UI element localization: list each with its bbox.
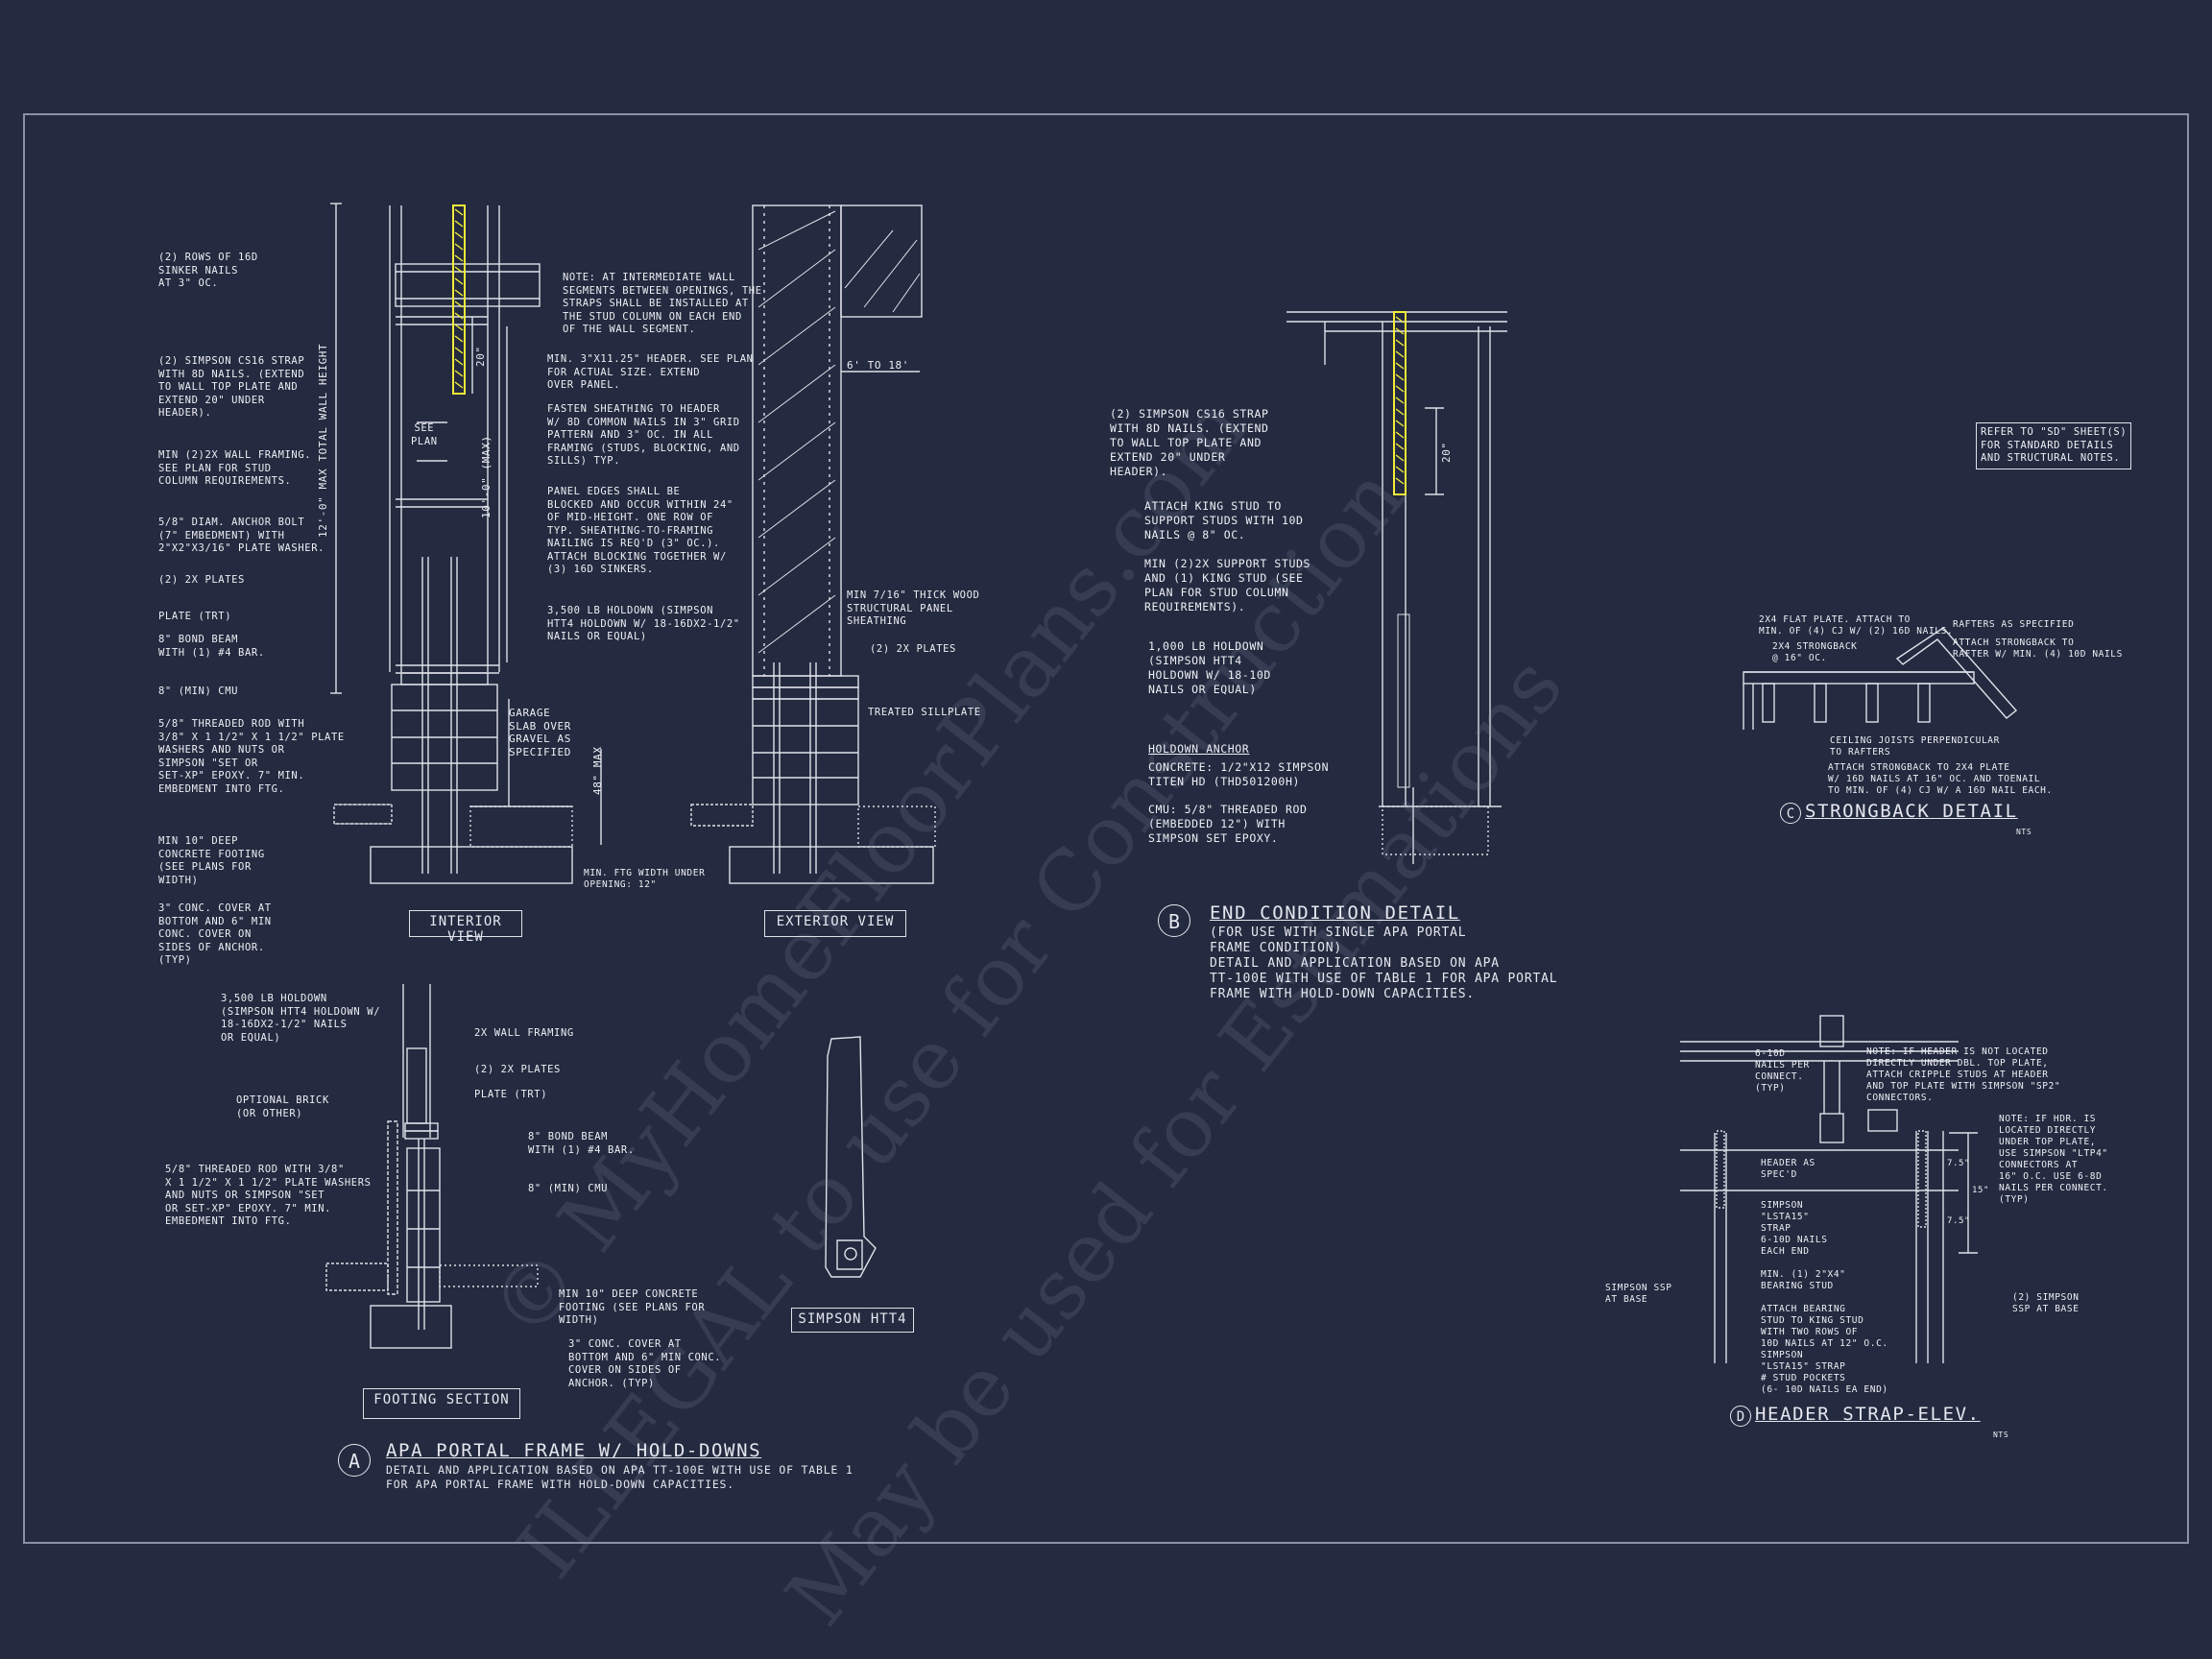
int-note-threaded-rod: 5/8" THREADED ROD WITH 3/8" x 1 1/2" x 1…	[158, 718, 345, 795]
detail-b-title: END CONDITION DETAIL	[1210, 902, 1460, 924]
b-note-king-stud: ATTACH KING STUD TO SUPPORT STUDS WITH 1…	[1144, 499, 1304, 541]
interior-strap	[452, 204, 466, 395]
int-note-garage-slab: GARAGE SLAB OVER GRAVEL AS SPECIFIED	[509, 707, 572, 758]
int-note-header: MIN. 3"x11.25" HEADER. SEE PLAN FOR ACTU…	[547, 353, 754, 391]
b-note-cs16-strap: (2) SIMPSON CS16 STRAP WITH 8d NAILS. (E…	[1110, 407, 1269, 478]
detail-d-title: HEADER STRAP-ELEV.	[1755, 1404, 1981, 1425]
detail-c-nts: NTS	[2016, 828, 2032, 836]
detail-d-marker: D	[1730, 1406, 1751, 1427]
int-note-holdown: 3,500 LB HOLDOWN (SIMPSON HTT4 HOLDOWN W…	[547, 605, 740, 642]
ext-note-sillplate: TREATED SILLPLATE	[868, 707, 981, 718]
ftg-note-wall-framing: 2X WALL FRAMING	[474, 1027, 574, 1039]
ext-note-6-to-18: 6' TO 18'	[847, 359, 910, 372]
d-dim-1: 7.5"	[1947, 1159, 1971, 1168]
int-note-wall-framing: MIN (2)2X WALL FRAMING. SEE PLAN FOR STU…	[158, 449, 312, 487]
int-dim-see-plan: SEE PLAN	[411, 422, 438, 447]
b-note-support-studs: MIN (2)2X SUPPORT STUDS AND (1) KING STU…	[1144, 557, 1311, 613]
int-dim-48in: 48" MAX	[591, 746, 604, 795]
refer-note: REFER TO "SD" SHEET(S) FOR STANDARD DETA…	[1976, 422, 2132, 469]
b-note-holdown-anchor: HOLDOWN ANCHOR	[1148, 742, 1250, 756]
d-note-lsta15: SIMPSON "LSTA15" STRAP 6-10d NAILS EACH …	[1761, 1200, 1828, 1257]
d-note-attach-bearing: ATTACH BEARING STUD TO KING STUD WITH TW…	[1761, 1304, 1888, 1349]
ftg-note-conc-cover: 3" CONC. COVER AT BOTTOM AND 6" MIN CONC…	[568, 1338, 722, 1389]
int-note-intermediate-wall: NOTE: AT INTERMEDIATE WALL SEGMENTS BETW…	[563, 272, 762, 335]
header-strap-drawing	[1680, 1015, 1978, 1363]
detail-b-marker: B	[1158, 904, 1190, 937]
end-condition-strap	[1393, 311, 1407, 495]
ftg-note-2x-plates: (2) 2x PLATES	[474, 1064, 561, 1075]
d-note-header: HEADER AS SPEC'D	[1761, 1158, 1815, 1180]
d-dim-2: 15"	[1972, 1186, 1990, 1195]
int-note-footing: MIN 10" DEEP CONCRETE FOOTING (SEE PLANS…	[158, 835, 265, 886]
int-dim-20in: 20"	[474, 346, 487, 367]
b-note-concrete: CONCRETE: 1/2"x12 SIMPSON TITEN HD (THD5…	[1148, 760, 1330, 788]
b-dim-20in: 20"	[1440, 442, 1453, 463]
footing-section-drawing	[325, 984, 539, 1349]
detail-c-title: STRONGBACK DETAIL	[1805, 801, 2018, 822]
d-note-sp2: NOTE: IF HEADER IS NOT LOCATED DIRECTLY …	[1866, 1046, 2061, 1103]
d-note-ssp-base: SIMPSON SSP AT BASE	[1605, 1283, 1672, 1305]
d-note-ltp4: NOTE: IF HDR. IS LOCATED DIRECTLY UNDER …	[1999, 1114, 2108, 1205]
htt4-drawing	[825, 1036, 877, 1278]
int-note-fasten-sheathing: FASTEN SHEATHING TO HEADER W/ 8d COMMON …	[547, 403, 740, 467]
ftg-note-cmu: 8" (MIN) CMU	[528, 1183, 609, 1194]
ftg-note-brick: OPTIONAL BRICK (OR OTHER)	[236, 1094, 329, 1119]
simpson-htt4-label: SIMPSON HTT4	[791, 1308, 914, 1333]
b-note-holdown: 1,000 LB HOLDOWN (SIMPSON HTT4 HOLDOWN W…	[1148, 639, 1271, 696]
exterior-view-drawing	[690, 204, 936, 884]
d-note-2-ssp-base: (2) SIMPSON SSP AT BASE	[2012, 1292, 2080, 1314]
int-dim-wall-height: 12'-0" MAX TOTAL WALL HEIGHT	[317, 343, 329, 538]
interior-view-label: INTERIOR VIEW	[409, 910, 522, 945]
int-note-cmu: 8" (MIN) CMU	[158, 685, 239, 697]
strongback-drawing	[1743, 627, 2018, 730]
int-note-sinker-nails: (2) ROWS OF 16d SINKER NAILS AT 3" OC.	[158, 252, 258, 289]
int-note-anchor-bolt: 5/8" DIAM. ANCHOR BOLT (7" EMBEDMENT) WI…	[158, 517, 325, 554]
detail-a-subtitle: DETAIL AND APPLICATION BASED ON APA TT-1…	[386, 1463, 854, 1491]
int-note-2x-plates: (2) 2x PLATES	[158, 574, 245, 586]
exterior-view-label: EXTERIOR VIEW	[764, 910, 906, 937]
detail-a-title: APA PORTAL FRAME W/ HOLD-DOWNS	[386, 1440, 762, 1461]
ftg-note-bond-beam: 8" BOND BEAM WITH (1) #4 BAR.	[528, 1131, 635, 1156]
detail-d-nts: NTS	[1993, 1431, 2009, 1439]
ftg-note-footing: MIN 10" DEEP CONCRETE FOOTING (SEE PLANS…	[559, 1288, 706, 1326]
detail-a-marker: A	[338, 1444, 371, 1477]
int-note-min-ftg-width: MIN. FTG WIDTH UNDER OPENING: 12"	[584, 868, 706, 890]
c-note-ceiling-joists: CEILING JOISTS PERPENDICULAR TO RAFTERS	[1830, 735, 2000, 757]
int-note-bond-beam: 8" BOND BEAM WITH (1) #4 BAR.	[158, 634, 265, 659]
footing-section-label: FOOTING SECTION	[363, 1388, 520, 1419]
c-note-strongback: 2x4 STRONGBACK @ 16" OC.	[1772, 641, 1858, 663]
int-dim-10ft: 10'-0" (MAX)	[480, 435, 493, 518]
c-note-rafters: RAFTERS AS SPECIFIED	[1953, 619, 2075, 630]
c-note-attach-plate: ATTACH STRONGBACK TO 2x4 PLATE W/ 16d NA…	[1828, 762, 2053, 796]
d-note-nails-per-connect: 6-10d NAILS PER CONNECT. (TYP)	[1755, 1048, 1810, 1094]
ext-note-2x-plates: (2) 2x PLATES	[870, 643, 956, 655]
int-note-plate-trt: PLATE (TRT)	[158, 611, 232, 622]
int-note-panel-edges: PANEL EDGES SHALL BE BLOCKED AND OCCUR W…	[547, 486, 733, 575]
ftg-note-threaded-rod: 5/8" THREADED ROD WITH 3/8" x 1 1/2" x 1…	[165, 1164, 372, 1227]
interior-view-drawing	[330, 203, 602, 884]
d-dim-3: 7.5"	[1947, 1216, 1971, 1226]
b-note-cmu: CMU: 5/8" THREADED ROD (EMBEDDED 12") WI…	[1148, 803, 1308, 845]
c-note-attach-rafter: ATTACH STRONGBACK TO RAFTER W/ MIN. (4) …	[1953, 637, 2123, 660]
ftg-note-plate-trt: PLATE (TRT)	[474, 1089, 548, 1100]
sheet-border	[23, 113, 2189, 1544]
int-note-cs16-strap: (2) SIMPSON CS16 STRAP WITH 8d NAILS. (E…	[158, 355, 305, 419]
detail-b-subtitle: (FOR USE WITH SINGLE APA PORTAL FRAME CO…	[1210, 926, 1558, 1001]
c-note-flat-plate: 2x4 FLAT PLATE. ATTACH TO MIN. OF (4) CJ…	[1759, 614, 1954, 637]
d-note-bearing-stud: MIN. (1) 2"x4" BEARING STUD	[1761, 1269, 1846, 1291]
ftg-note-holdown: 3,500 LB HOLDOWN (SIMPSON HTT4 HOLDOWN W…	[221, 993, 381, 1044]
int-note-conc-cover: 3" CONC. COVER AT BOTTOM AND 6" MIN CONC…	[158, 902, 272, 966]
d-note-stud-pockets: SIMPSON "LSTA15" STRAP # STUD POCKETS (6…	[1761, 1350, 1888, 1395]
ext-note-sheathing: MIN 7/16" THICK WOOD STRUCTURAL PANEL SH…	[847, 589, 980, 627]
detail-c-marker: C	[1780, 803, 1801, 824]
